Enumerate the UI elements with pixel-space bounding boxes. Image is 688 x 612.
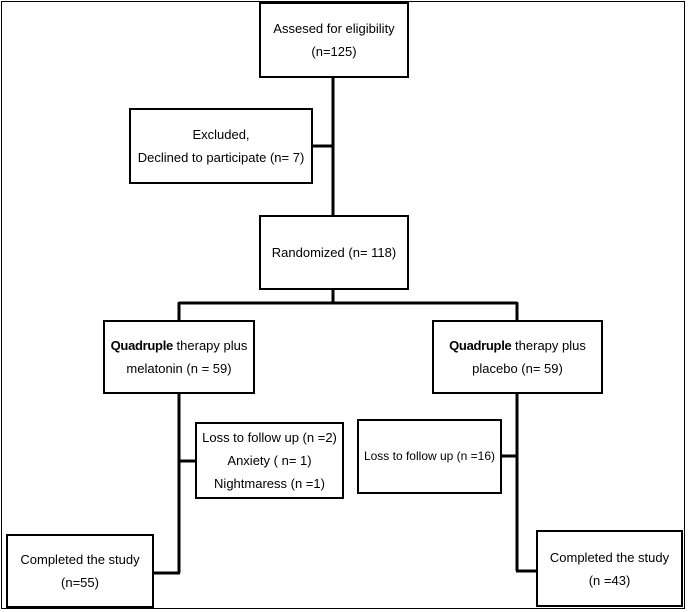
- melatonin-completed-box: Completed the study (n=55): [6, 534, 154, 608]
- melatonin-arm-box: Quadruple therapy plus melatonin (n = 59…: [103, 320, 255, 394]
- melatonin-arm-count: melatonin (n = 59): [126, 361, 232, 376]
- assessed-box: Assesed for eligibility (n=125): [259, 2, 409, 78]
- assessed-label: Assesed for eligibility: [273, 21, 395, 36]
- placebo-completed-label: Completed the study: [549, 549, 670, 565]
- assessed-count: (n=125): [311, 44, 357, 59]
- melatonin-arm-bold: Quadruple: [110, 338, 174, 353]
- melatonin-loss-box: Loss to follow up (n =2) Anxiety ( n= 1)…: [195, 422, 344, 499]
- placebo-loss-box: Loss to follow up (n =16): [357, 419, 502, 494]
- melatonin-loss-total: Loss to follow up (n =2): [202, 430, 337, 445]
- melatonin-loss-nightmare: Nightmaress (n =1): [214, 476, 325, 491]
- excluded-reason: Declined to participate (n= 7): [137, 150, 305, 165]
- placebo-arm-rest: therapy plus: [511, 338, 586, 353]
- melatonin-arm-rest: therapy plus: [172, 338, 248, 353]
- excluded-box: Excluded, Declined to participate (n= 7): [129, 108, 313, 184]
- melatonin-arm-title: Quadruple therapy plus: [111, 334, 248, 357]
- randomized-box: Randomized (n= 118): [259, 215, 409, 290]
- excluded-label: Excluded,: [192, 127, 250, 142]
- placebo-arm-count: placebo (n= 59): [472, 361, 563, 376]
- placebo-loss-total: Loss to follow up (n =16): [363, 449, 496, 463]
- placebo-arm-box: Quadruple therapy plus placebo (n= 59): [432, 320, 603, 394]
- placebo-completed-box: Completed the study (n =43): [536, 530, 683, 607]
- randomized-label: Randomized (n= 118): [271, 245, 397, 260]
- melatonin-loss-anxiety: Anxiety ( n= 1): [227, 453, 312, 468]
- placebo-arm-bold: Quadruple: [449, 338, 512, 353]
- melatonin-completed-label: Completed the study: [20, 552, 140, 567]
- placebo-arm-title: Quadruple therapy plus: [449, 334, 586, 357]
- placebo-completed-count: (n =43): [588, 572, 631, 588]
- melatonin-completed-count: (n=55): [61, 575, 99, 590]
